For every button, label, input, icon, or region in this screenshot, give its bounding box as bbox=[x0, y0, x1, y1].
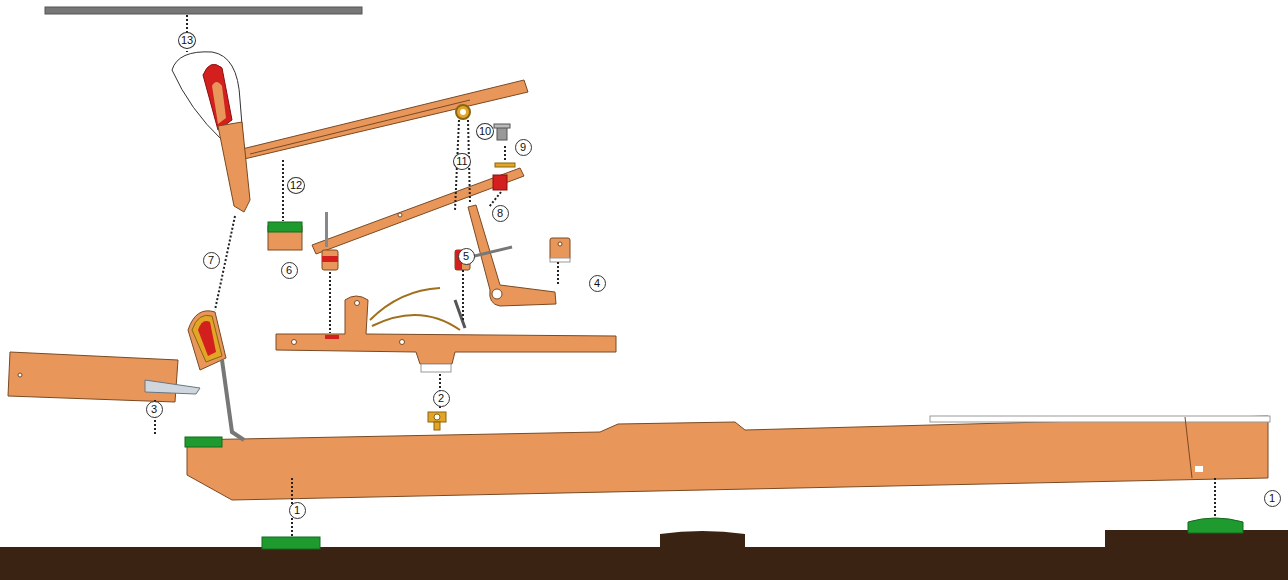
callout-number: 5 bbox=[458, 248, 475, 265]
callout-number: 12 bbox=[287, 177, 305, 194]
callout-number: 11 bbox=[453, 153, 470, 170]
callout-number: 4 bbox=[589, 275, 606, 292]
callout-number: 1 bbox=[1264, 490, 1281, 507]
callout-number: 7 bbox=[203, 252, 220, 269]
callout-number: 10 bbox=[476, 123, 494, 140]
callout-number: 2 bbox=[433, 390, 450, 407]
callout-number: 3 bbox=[146, 401, 163, 418]
callout-number: 1 bbox=[289, 502, 306, 519]
callout-number: 13 bbox=[178, 32, 196, 49]
callout-number: 6 bbox=[281, 262, 298, 279]
callout-number: 8 bbox=[492, 205, 509, 222]
callout-number: 9 bbox=[515, 139, 532, 156]
